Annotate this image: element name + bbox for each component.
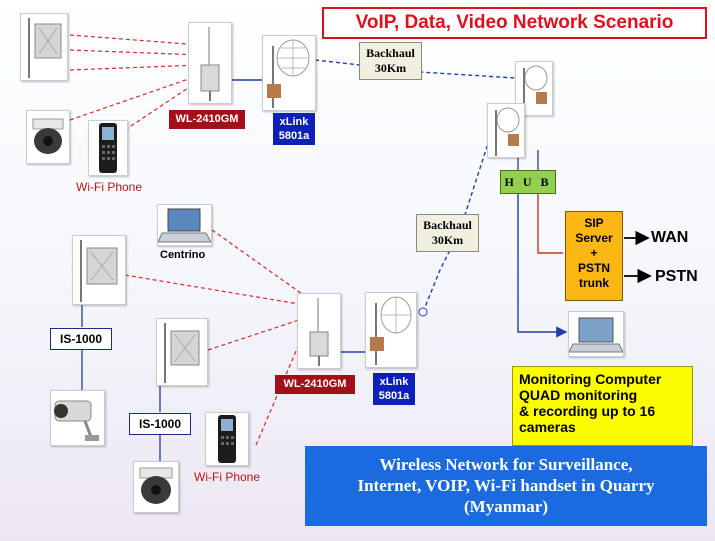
top-link-label: xLink 5801a <box>273 113 315 145</box>
access-point-icon <box>200 27 220 101</box>
monitoring-laptop <box>568 311 624 357</box>
top-panel-antenna <box>20 13 68 81</box>
monitoring-computer-box: Monitoring Computer QUAD monitoring & re… <box>512 366 693 446</box>
bullet-camera <box>50 390 105 446</box>
top-dome-camera <box>26 110 70 164</box>
grid-dish-icon <box>495 107 520 156</box>
is1000-b: IS-1000 <box>129 413 191 435</box>
top-access-point <box>188 22 232 104</box>
bottom-access-point <box>297 293 341 369</box>
bottom-dome-camera <box>133 461 179 513</box>
centrino-label: Centrino <box>160 249 206 261</box>
bottom-panel-antenna-b <box>156 318 208 386</box>
backhaul-mid-start <box>418 307 428 317</box>
top-ap-label: WL-2410GM <box>169 110 245 129</box>
hub-to-sip-line <box>537 194 563 254</box>
bullet-camera-icon <box>54 400 99 441</box>
bottom-phone-label: Wi-Fi Phone <box>194 470 261 484</box>
top-phone-label: Wi-Fi Phone <box>76 180 143 194</box>
phone-icon <box>99 123 117 173</box>
phone-icon <box>218 415 236 463</box>
bottom-wifi-phone <box>205 412 249 466</box>
centrino-laptop <box>157 204 212 246</box>
hub-to-monitor-line <box>517 194 568 338</box>
bottom-link-label: xLink 5801a <box>373 373 415 405</box>
backhaul-top-label: Backhaul 30Km <box>359 42 422 80</box>
backhaul-mid-label: Backhaul 30Km <box>416 214 479 252</box>
access-point-icon <box>309 298 329 366</box>
panel-antenna-icon <box>164 323 200 383</box>
pstn-label: PSTN <box>655 268 698 285</box>
is1000-a: IS-1000 <box>50 328 112 350</box>
top-wireless-links <box>69 34 201 131</box>
laptop-icon <box>157 208 212 243</box>
bottom-ap-label: WL-2410GM <box>275 375 355 394</box>
dome-camera-icon <box>139 467 173 504</box>
bottom-panel-antenna-a <box>72 235 126 305</box>
caption-box: Wireless Network for Surveillance, Inter… <box>305 446 707 526</box>
page-title: VoIP, Data, Video Network Scenario <box>322 7 707 39</box>
laptop-icon <box>568 317 624 353</box>
grid-dish-icon <box>267 39 310 108</box>
hub-dish-lower <box>487 103 525 158</box>
bottom-wireless-links <box>124 229 306 446</box>
top-xlink-dish <box>262 35 316 111</box>
top-wifi-phone <box>88 120 128 176</box>
backhaul-top-line <box>314 59 516 79</box>
hub-box: H U B <box>500 170 556 194</box>
bottom-xlink-dish <box>365 292 417 368</box>
sip-server-box: SIP Server + PSTN trunk <box>565 211 623 301</box>
panel-antenna-icon <box>28 18 62 78</box>
grid-dish-icon <box>370 296 412 365</box>
backhaul-mid-line <box>422 121 496 313</box>
dome-camera-icon <box>32 118 64 154</box>
wan-label: WAN <box>651 229 689 246</box>
panel-antenna-icon <box>80 240 118 302</box>
